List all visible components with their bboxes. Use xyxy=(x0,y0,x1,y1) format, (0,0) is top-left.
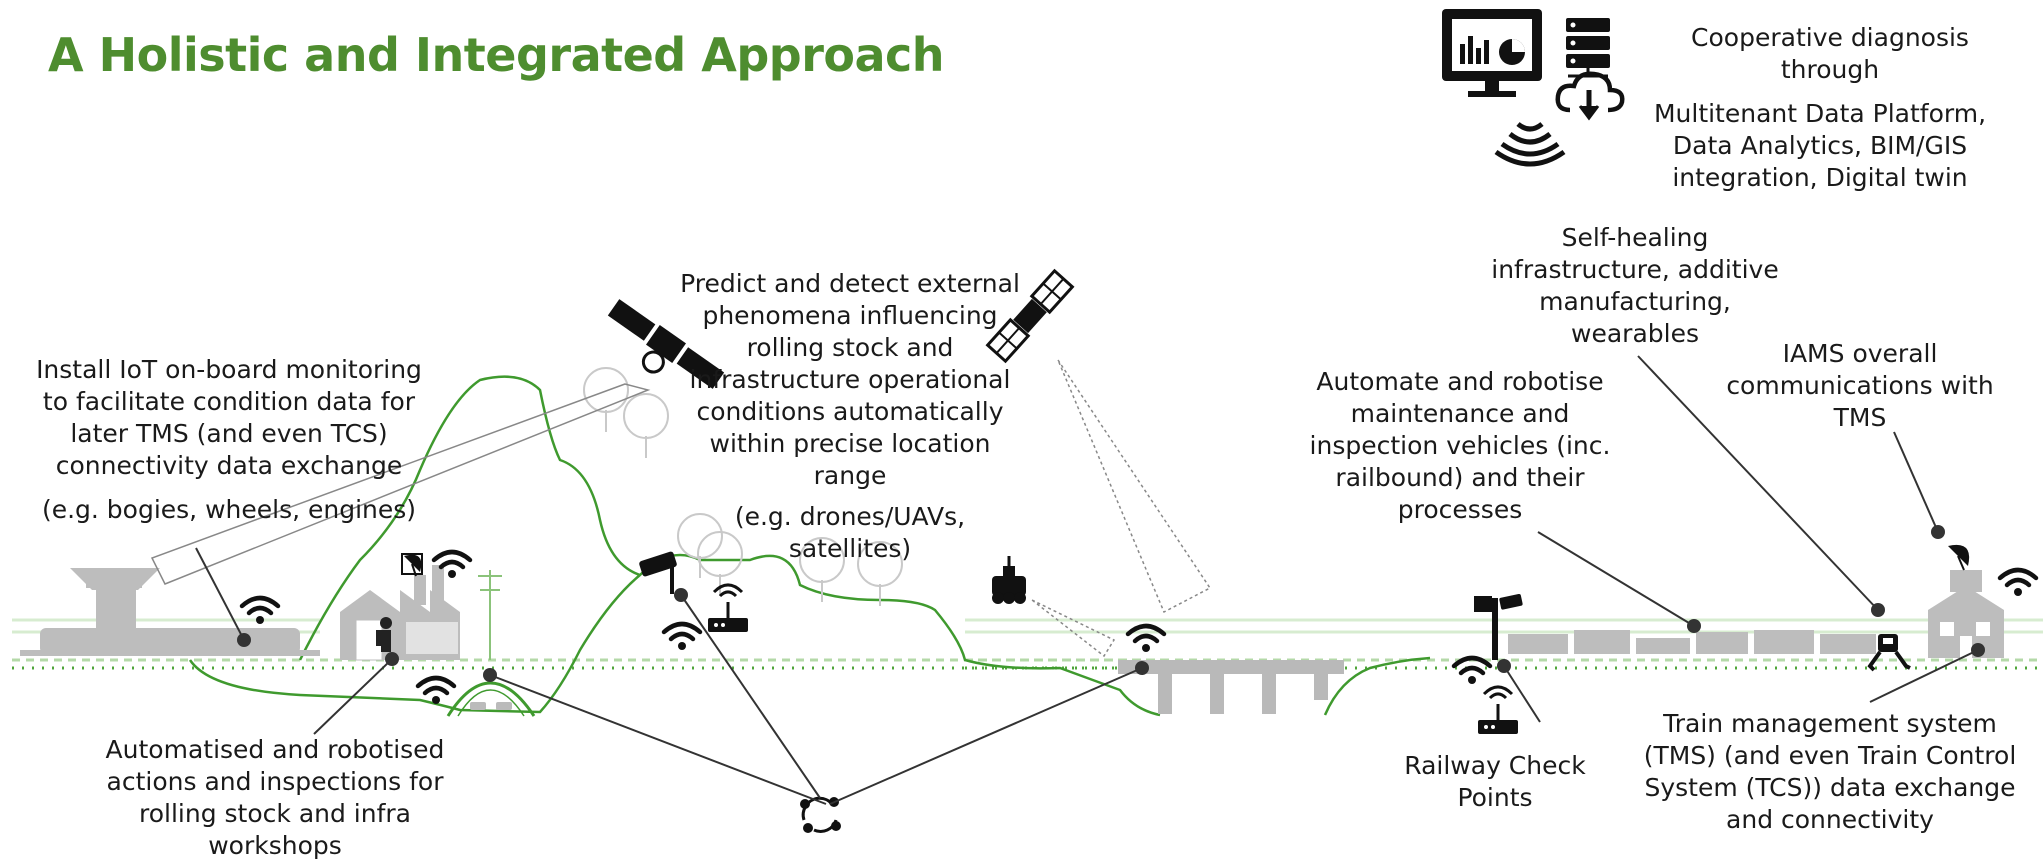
bridge xyxy=(1118,660,1344,714)
predict-detect-line: conditions automatically xyxy=(696,397,1004,426)
robot-arm-icon xyxy=(1867,634,1911,672)
station-building-icon xyxy=(1928,570,2004,658)
iams-line: TMS xyxy=(1833,403,1887,432)
connector-lines xyxy=(195,355,1979,805)
iot-onboard-line: later TMS (and even TCS) xyxy=(70,419,388,448)
checkpoints-label: Railway Check Points xyxy=(1380,750,1610,814)
automate-robotise-line: inspection vehicles (inc. xyxy=(1309,431,1611,460)
iams-line: communications with xyxy=(1726,371,1994,400)
self-healing-label: Self-healing infrastructure, additive ma… xyxy=(1470,222,1800,350)
diagnosis-heading-line: through xyxy=(1780,55,1880,84)
satellite-beam xyxy=(1057,359,1212,614)
drone-beam xyxy=(1031,599,1116,658)
automate-robotise-line: processes xyxy=(1397,495,1523,524)
drone-robot-icon xyxy=(992,556,1026,604)
iot-onboard-line: Install IoT on-board monitoring xyxy=(36,355,422,384)
tunnel xyxy=(446,681,536,717)
antenna-dish-icon xyxy=(1948,544,1970,571)
predict-detect-examples: (e.g. drones/UAVs, satellites) xyxy=(700,501,1000,565)
self-healing-line: manufacturing, xyxy=(1539,287,1731,316)
checkpoint-pole xyxy=(1474,594,1523,660)
checkpoints-line: Railway Check xyxy=(1404,751,1586,780)
automate-robotise-line: maintenance and xyxy=(1350,399,1570,428)
automate-robotise-label: Automate and robotise maintenance and in… xyxy=(1300,366,1620,526)
automate-robotise-line: Automate and robotise xyxy=(1316,367,1604,396)
wifi-icon xyxy=(2000,570,2036,596)
sync-hub-icon xyxy=(800,796,841,833)
predict-detect-examples-line: satellites) xyxy=(788,534,912,563)
pylon xyxy=(478,570,502,660)
workshops-line: workshops xyxy=(208,831,342,860)
predict-detect-examples-line: (e.g. drones/UAVs, xyxy=(734,502,966,531)
left-station xyxy=(20,568,320,656)
iot-onboard-line: to facilitate condition data for xyxy=(42,387,416,416)
tms-line: Train management system xyxy=(1663,709,1997,738)
monitor-dashboard-icon xyxy=(1442,9,1542,97)
diagnosis-heading: Cooperative diagnosis through xyxy=(1680,22,1980,86)
predict-detect-line: Predict and detect external xyxy=(680,269,1020,298)
self-healing-line: infrastructure, additive xyxy=(1491,255,1779,284)
predict-detect-line: infrastructure operational xyxy=(689,365,1011,394)
diagnosis-detail-line: integration, Digital twin xyxy=(1672,163,1968,192)
tms-line: (TMS) (and even Train Control xyxy=(1643,741,2017,770)
checkpoints-line: Points xyxy=(1457,783,1533,812)
diagnosis-detail-line: Multitenant Data Platform, xyxy=(1653,99,1987,128)
cloud-download-icon xyxy=(1555,71,1625,121)
tms-line: System (TCS)) data exchange xyxy=(1644,773,2016,802)
workshops-line: rolling stock and infra xyxy=(139,799,411,828)
tms-label: Train management system (TMS) (and even … xyxy=(1630,708,2030,836)
tms-line: and connectivity xyxy=(1726,805,1934,834)
server-icon xyxy=(1566,18,1610,78)
cctv-camera-icon xyxy=(639,551,677,594)
predict-detect-line: within precise location xyxy=(709,429,991,458)
self-healing-line: Self-healing xyxy=(1561,223,1709,252)
diagnosis-heading-line: Cooperative diagnosis xyxy=(1691,23,1969,52)
automate-robotise-line: railbound) and their xyxy=(1335,463,1585,492)
workshops-label: Automatised and robotised actions and in… xyxy=(90,734,460,862)
diagnosis-detail-line: Data Analytics, BIM/GIS xyxy=(1672,131,1968,160)
self-healing-line: wearables xyxy=(1571,319,1699,348)
router-icon xyxy=(706,583,750,634)
iams-label: IAMS overall communications with TMS xyxy=(1710,338,2010,434)
satellite-beam xyxy=(150,383,651,585)
factory-icon xyxy=(340,565,460,661)
predict-detect-line: phenomena influencing xyxy=(702,301,998,330)
satellite-icon xyxy=(607,299,725,389)
wifi-signal-icon xyxy=(1494,121,1566,167)
router-icon xyxy=(1476,685,1520,736)
iot-onboard-label: Install IoT on-board monitoring to facil… xyxy=(24,354,434,482)
connector-nodes xyxy=(237,525,1985,682)
satellite-icon xyxy=(985,268,1075,364)
wifi-icon xyxy=(1128,626,1164,652)
terrain-right xyxy=(1323,656,1431,716)
predict-detect-line: range xyxy=(813,461,887,490)
predict-detect-line: rolling stock and xyxy=(746,333,954,362)
wifi-icon xyxy=(664,624,700,650)
wifi-icon xyxy=(1454,658,1490,684)
predict-detect-label: Predict and detect external phenomena in… xyxy=(680,268,1020,492)
iot-onboard-line: connectivity data exchange xyxy=(55,451,403,480)
iot-onboard-examples: (e.g. bogies, wheels, engines) xyxy=(41,495,417,524)
page-title: A Holistic and Integrated Approach xyxy=(48,28,945,82)
terrain-hill xyxy=(298,375,641,661)
iams-line: IAMS overall xyxy=(1782,339,1938,368)
right-train xyxy=(1508,630,1876,654)
diagnosis-detail: Multitenant Data Platform, Data Analytic… xyxy=(1650,98,1990,194)
workshops-line: Automatised and robotised xyxy=(105,735,445,764)
antenna-dish-icon xyxy=(401,553,423,577)
worker-icon xyxy=(376,617,392,652)
workshops-line: actions and inspections for xyxy=(106,767,444,796)
